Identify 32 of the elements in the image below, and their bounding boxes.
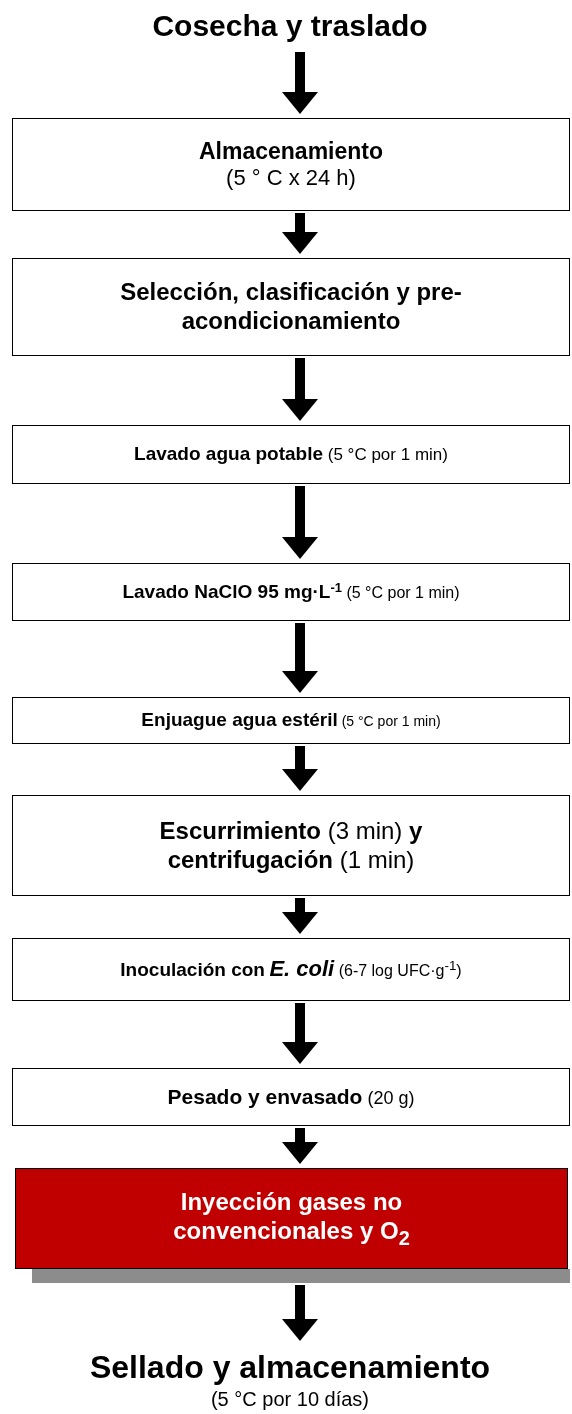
arrow — [282, 623, 318, 693]
step-text: Lavado agua potable (5 °C por 1 min) — [134, 443, 448, 466]
step-detail: (5 ° C x 24 h) — [226, 165, 356, 192]
process-box — [12, 118, 570, 211]
step-text: Almacenamiento — [198, 137, 384, 166]
arrow — [282, 746, 318, 791]
step-text: Inyección gases no convencionales y O$_{2}$ — [172, 1187, 411, 1250]
arrow — [282, 52, 318, 114]
step-text: Escurrimiento (3 min) y centrifugación (1 min) — [158, 816, 424, 875]
arrow — [282, 1128, 318, 1164]
step-text: Inoculación con E. coli (6-7 log UFC·g$^{-1}$) — [120, 956, 462, 983]
step-text: Lavado NaClO 95 mg·L$^{-1}$ (5 °C por 1 min) — [122, 579, 460, 605]
process-box — [12, 563, 570, 621]
arrow — [282, 486, 318, 559]
arrow — [282, 1285, 318, 1341]
process-box — [12, 425, 570, 484]
step-text: Selección, clasificación y pre-acondicionamiento — [119, 278, 463, 336]
process-box — [12, 697, 570, 744]
subheading-text: (5 °C por 10 días) — [210, 1386, 370, 1411]
process-box — [12, 938, 570, 1001]
process-box — [12, 258, 570, 356]
arrow — [282, 1003, 318, 1064]
process-box — [12, 1068, 570, 1126]
highlighted-process-box — [15, 1168, 568, 1269]
heading-text: Cosecha y traslado — [152, 8, 428, 44]
step-text: Pesado y envasado (20 g) — [167, 1084, 415, 1110]
arrow — [282, 213, 318, 254]
arrow — [282, 358, 318, 421]
process-box — [12, 795, 570, 896]
step-text: Enjuague agua estéril (5 °C por 1 min) — [141, 709, 441, 732]
heading-text: Sellado y almacenamiento — [89, 1348, 491, 1387]
arrow — [282, 898, 318, 934]
